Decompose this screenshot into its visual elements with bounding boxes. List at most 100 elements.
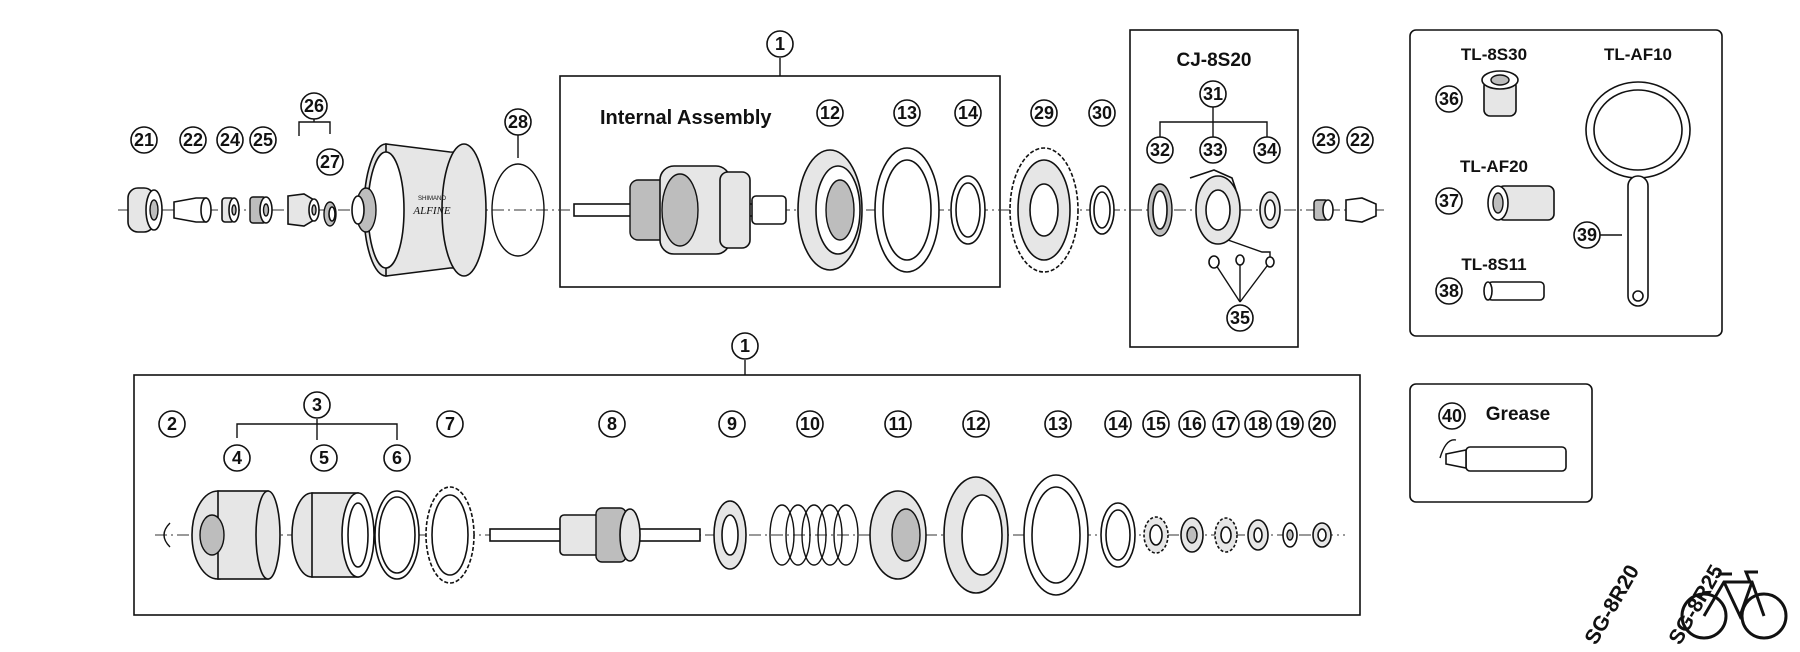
internal-assembly-unit <box>573 165 787 255</box>
callout-30: 30 <box>1088 99 1116 127</box>
callout-number: 22 <box>183 130 203 150</box>
callout-number: 1 <box>740 336 750 356</box>
callout-number: 39 <box>1577 225 1597 245</box>
callout-number: 32 <box>1150 140 1170 160</box>
callout-24: 24 <box>216 126 244 154</box>
callout-number: 13 <box>897 103 917 123</box>
callout-12-bottom: 12 <box>962 410 990 438</box>
part-27-dust-cap <box>323 201 337 227</box>
part-13-seal <box>874 147 940 273</box>
part-35-screws <box>1208 254 1275 269</box>
tool-tl-af20 <box>1487 185 1555 221</box>
part-33-cassette-joint <box>1189 169 1241 245</box>
part-29-sprocket <box>1009 147 1079 273</box>
callout-37: 37 <box>1435 187 1463 215</box>
callout-28: 28 <box>504 108 532 136</box>
callout-number: 17 <box>1216 414 1236 434</box>
part-28-o-ring <box>491 163 545 257</box>
callout-number: 38 <box>1439 281 1459 301</box>
callout-number: 2 <box>167 414 177 434</box>
tools-frame <box>1409 29 1723 337</box>
callout-14-top: 14 <box>954 99 982 127</box>
model-label-sg-8r20: SG-8R20 <box>1580 561 1644 648</box>
part-13-seal-bottom <box>1023 474 1089 596</box>
callout-number: 7 <box>445 414 455 434</box>
callout-number: 25 <box>253 130 273 150</box>
callout-number: 5 <box>319 448 329 468</box>
part-19-washer <box>1282 522 1298 548</box>
part-21-cover-cap <box>127 187 163 233</box>
callout-number: 26 <box>304 96 324 116</box>
bicycle-icon <box>1680 570 1788 640</box>
part-6-ring <box>374 490 420 580</box>
callout-25: 25 <box>249 126 277 154</box>
callout-22-right: 22 <box>1346 126 1374 154</box>
callout-number: 6 <box>392 448 402 468</box>
internal-breakdown-frame <box>133 374 1361 616</box>
callout-35: 35 <box>1226 304 1254 332</box>
callout-number: 40 <box>1442 406 1462 426</box>
part-15-ball-retainer <box>1143 516 1169 554</box>
callout-1-bottom: 1 <box>731 332 759 360</box>
cj-8s20-frame <box>1129 29 1299 348</box>
callout-number: 15 <box>1146 414 1166 434</box>
callout-8: 8 <box>598 410 626 438</box>
callout-36: 36 <box>1435 85 1463 113</box>
callout-14-bottom: 14 <box>1104 410 1132 438</box>
callout-13-bottom: 13 <box>1044 410 1072 438</box>
callout-2: 2 <box>158 410 186 438</box>
part-32-ring <box>1147 183 1173 237</box>
callout-number: 10 <box>800 414 820 434</box>
part-24-washer <box>221 197 240 223</box>
callout-20: 20 <box>1308 410 1336 438</box>
callout-18: 18 <box>1244 410 1272 438</box>
part-23-lock-nut <box>1313 199 1334 221</box>
part-22-axle-nut-right <box>1345 197 1377 223</box>
part-34-cone <box>1259 191 1281 229</box>
callout-38: 38 <box>1435 277 1463 305</box>
callout-9: 9 <box>718 410 746 438</box>
callout-number: 16 <box>1182 414 1202 434</box>
callout-29: 29 <box>1030 99 1058 127</box>
tl-8s30-label: TL-8S30 <box>1461 45 1527 64</box>
callout-number: 33 <box>1203 140 1223 160</box>
callout-26: 26 <box>300 92 328 120</box>
callout-number: 4 <box>232 448 242 468</box>
callout-16: 16 <box>1178 410 1206 438</box>
callout-number: 1 <box>775 34 785 54</box>
part-4-planet-carrier <box>191 490 281 580</box>
part-16-cone <box>1180 517 1204 553</box>
callout-31: 31 <box>1199 80 1227 108</box>
tool-tl-8s11 <box>1483 281 1545 301</box>
callout-number: 14 <box>958 103 978 123</box>
callout-number: 24 <box>220 130 240 150</box>
callout-23: 23 <box>1312 126 1340 154</box>
tool-tl-af10 <box>1585 81 1691 307</box>
part-12-ball-cup-bottom <box>943 476 1009 594</box>
callout-number: 28 <box>508 112 528 132</box>
callout-number: 20 <box>1312 414 1332 434</box>
callout-number: 12 <box>820 103 840 123</box>
callout-19: 19 <box>1276 410 1304 438</box>
callout-number: 34 <box>1257 140 1277 160</box>
part-25-lock-nut <box>249 196 273 224</box>
callout-number: 13 <box>1048 414 1068 434</box>
callout-number: 27 <box>320 152 340 172</box>
callout-3: 3 <box>303 391 331 419</box>
callout-4: 4 <box>223 444 251 472</box>
part-18-washer <box>1247 519 1269 551</box>
cj-8s20-label: CJ-8S20 <box>1177 50 1252 71</box>
callout-34: 34 <box>1253 136 1281 164</box>
callout-5: 5 <box>310 444 338 472</box>
part-7-bearing <box>425 486 475 584</box>
callout-number: 18 <box>1248 414 1268 434</box>
tl-af20-label: TL-AF20 <box>1460 157 1528 176</box>
part-26-cone <box>287 193 320 227</box>
tl-8s11-label: TL-8S11 <box>1461 255 1526 274</box>
callout-number: 22 <box>1350 130 1370 150</box>
callout-12-top: 12 <box>816 99 844 127</box>
callout-7: 7 <box>436 410 464 438</box>
callout-number: 31 <box>1203 84 1223 104</box>
internal-assembly-label: Internal Assembly <box>600 107 772 129</box>
part-14-ring <box>950 175 986 245</box>
